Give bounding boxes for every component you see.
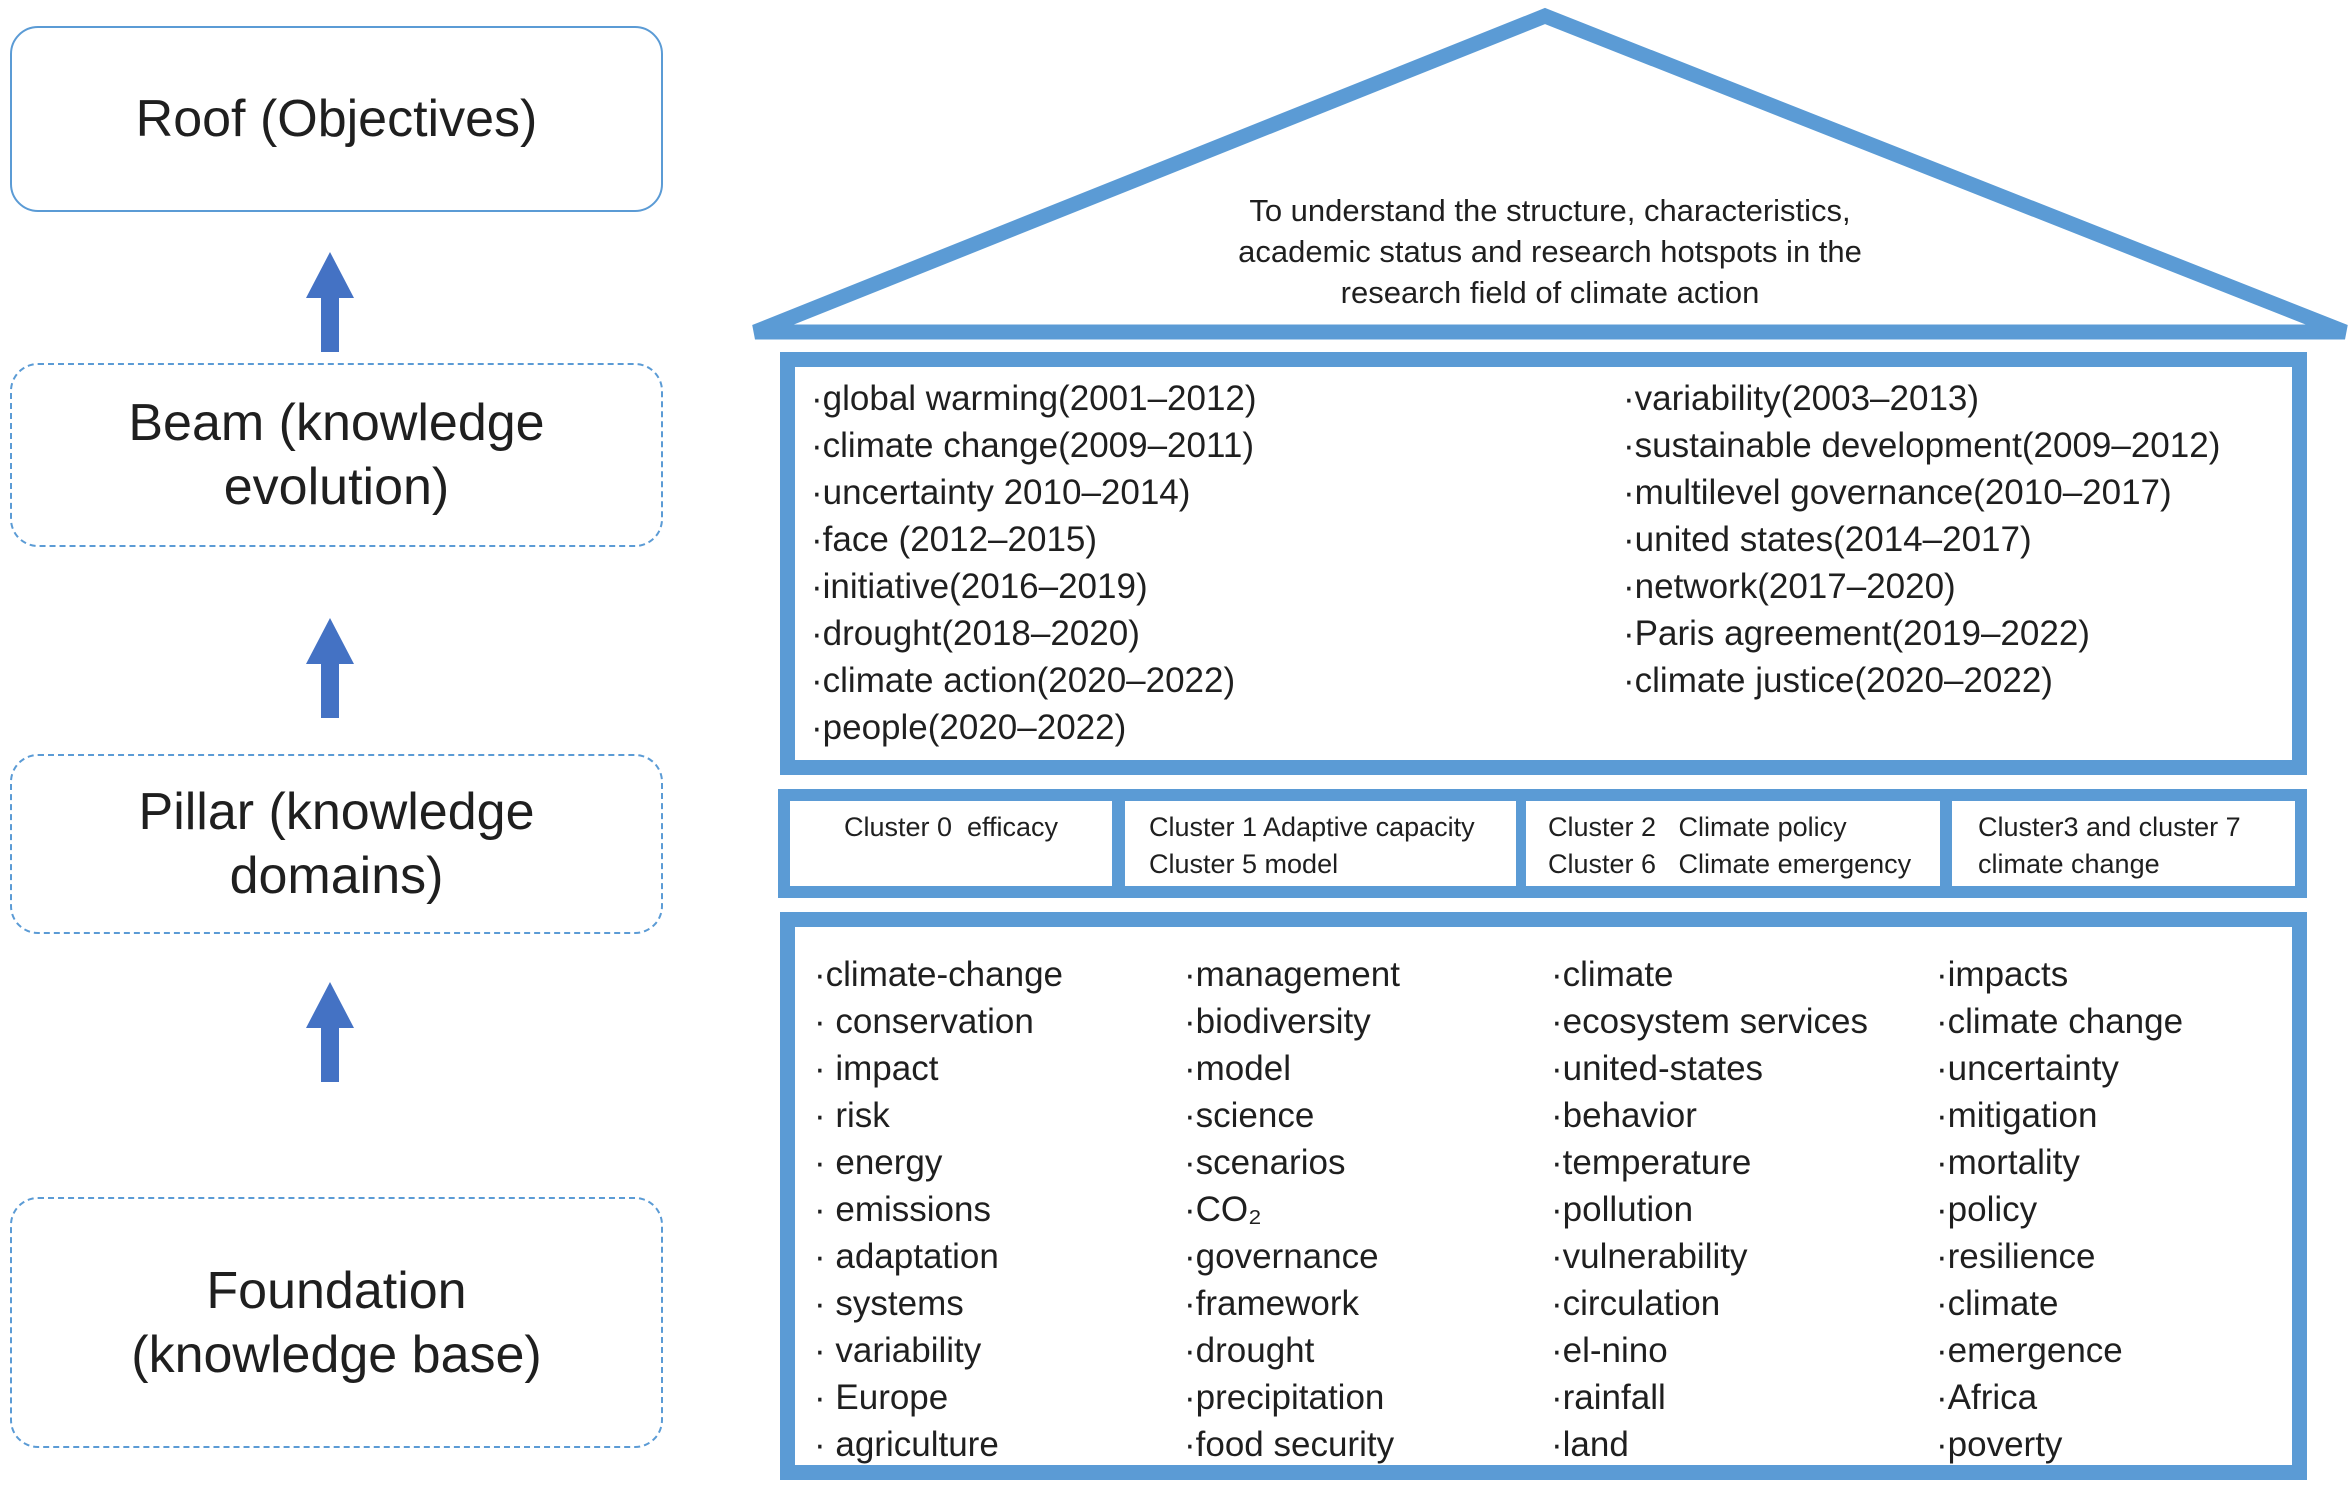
- foundation-item: ·scenarios: [1184, 1143, 1346, 1182]
- foundation-item: · emissions: [814, 1190, 991, 1229]
- beam-item: ·climate action(2020–2022): [811, 661, 1236, 700]
- foundation-item: ·climate: [1551, 955, 1674, 994]
- legend-box-roof: Roof (Objectives): [10, 26, 663, 212]
- foundation-item: ·resilience: [1936, 1237, 2096, 1276]
- cluster-box-1-5: Cluster 1 Adaptive capacity Cluster 5 mo…: [1125, 801, 1516, 886]
- foundation-item: ·uncertainty: [1936, 1049, 2119, 1088]
- beam-right-list: ·variability(2003–2013) ·sustainable deve…: [1623, 375, 2220, 704]
- foundation-item: ·vulnerability: [1551, 1237, 1748, 1276]
- foundation-item: ·food security: [1184, 1425, 1395, 1464]
- foundation-item: ·governance: [1184, 1237, 1379, 1276]
- cluster-box-2-6: Cluster 2 Climate policy Cluster 6 Clima…: [1526, 801, 1940, 886]
- foundation-item: ·poverty: [1936, 1425, 2063, 1464]
- up-arrow-icon: [306, 618, 354, 718]
- foundation-item: · adaptation: [814, 1237, 999, 1276]
- foundation-item: · risk: [814, 1096, 890, 1135]
- beam-left-list: ·global warming(2001–2012) ·climate chang…: [811, 375, 1257, 751]
- foundation-item: ·model: [1184, 1049, 1291, 1088]
- foundation-item: ·Africa: [1936, 1378, 2038, 1417]
- legend-box-pillar: Pillar (knowledge domains): [10, 754, 663, 934]
- pillar-row: Cluster 0 efficacy Cluster 1 Adaptive ca…: [778, 789, 2307, 898]
- roof-triangle: [752, 7, 2348, 340]
- cluster-box-0: Cluster 0 efficacy: [790, 801, 1112, 886]
- beam-item: ·face (2012–2015): [811, 520, 1098, 559]
- foundation-item: ·el-nino: [1551, 1331, 1668, 1370]
- legend-box-beam: Beam (knowledge evolution): [10, 363, 663, 547]
- beam-item: ·network(2017–2020): [1623, 567, 1956, 606]
- foundation-item: ·circulation: [1551, 1284, 1721, 1323]
- foundation-column-3: ·climate ·ecosystem services ·united-state…: [1551, 951, 1868, 1468]
- beam-item: ·global warming(2001–2012): [811, 379, 1257, 418]
- foundation-item: ·temperature: [1551, 1143, 1752, 1182]
- foundation-item: ·land: [1551, 1425, 1629, 1464]
- beam-item: ·people(2020–2022): [811, 708, 1127, 747]
- beam-item: ·drought(2018–2020): [811, 614, 1140, 653]
- beam-item: ·variability(2003–2013): [1623, 379, 1980, 418]
- foundation-item: ·policy: [1936, 1190, 2038, 1229]
- foundation-item: · agriculture: [814, 1425, 999, 1464]
- foundation-column-1: ·climate-change · conservation · impact · r…: [814, 951, 1063, 1468]
- foundation-column-4: ·impacts ·climate change ·uncertainty ·miti…: [1936, 951, 2183, 1468]
- foundation-item: ·climate change: [1936, 1002, 2184, 1041]
- beam-item: ·Paris agreement(2019–2022): [1623, 614, 2090, 653]
- beam-item: ·sustainable development(2009–2012): [1623, 426, 2221, 465]
- foundation-item: ·management: [1184, 955, 1400, 994]
- foundation-item: · Europe: [814, 1378, 949, 1417]
- foundation-item: ·impacts: [1936, 955, 2069, 994]
- legend-box-foundation: Foundation (knowledge base): [10, 1197, 663, 1448]
- foundation-item: ·biodiversity: [1184, 1002, 1371, 1041]
- foundation-item: ·drought: [1184, 1331, 1315, 1370]
- foundation-item: ·precipitation: [1184, 1378, 1385, 1417]
- beam-item: ·multilevel governance(2010–2017): [1623, 473, 2172, 512]
- foundation-item: · conservation: [814, 1002, 1034, 1041]
- foundation-column-2: ·management ·biodiversity ·model ·science ·s…: [1184, 951, 1400, 1468]
- foundation-item: · impact: [814, 1049, 939, 1088]
- roof-objective-text: To understand the structure, characteris…: [1238, 193, 1862, 310]
- foundation-item: · variability: [814, 1331, 982, 1370]
- foundation-box: ·climate-change · conservation · impact · r…: [780, 912, 2307, 1480]
- foundation-item: ·climate: [1936, 1284, 2059, 1323]
- foundation-item: ·mitigation: [1936, 1096, 2098, 1135]
- beam-item: ·climate justice(2020–2022): [1623, 661, 2053, 700]
- beam-item: ·initiative(2016–2019): [811, 567, 1148, 606]
- foundation-item: · energy: [814, 1143, 943, 1182]
- beam-item: ·uncertainty 2010–2014): [811, 473, 1191, 512]
- foundation-item: ·mortality: [1936, 1143, 2080, 1182]
- up-arrow-icon: [306, 982, 354, 1082]
- foundation-item: ·ecosystem services: [1551, 1002, 1869, 1041]
- foundation-item: ·pollution: [1551, 1190, 1694, 1229]
- up-arrow-icon: [306, 252, 354, 352]
- foundation-item: ·framework: [1184, 1284, 1360, 1323]
- foundation-item: ·science: [1184, 1096, 1315, 1135]
- foundation-item: ·rainfall: [1551, 1378, 1666, 1417]
- foundation-item: · systems: [814, 1284, 964, 1323]
- foundation-item: ·united-states: [1551, 1049, 1764, 1088]
- foundation-item: ·CO₂: [1184, 1190, 1262, 1229]
- beam-box: ·global warming(2001–2012) ·climate chang…: [780, 352, 2307, 775]
- foundation-item: ·climate-change: [814, 955, 1063, 994]
- cluster-box-3-7: Cluster3 and cluster 7 climate change: [1952, 801, 2295, 886]
- beam-item: ·climate change(2009–2011): [811, 426, 1254, 465]
- beam-item: ·united states(2014–2017): [1623, 520, 2032, 559]
- foundation-item: ·behavior: [1551, 1096, 1697, 1135]
- foundation-item: ·emergence: [1936, 1331, 2123, 1370]
